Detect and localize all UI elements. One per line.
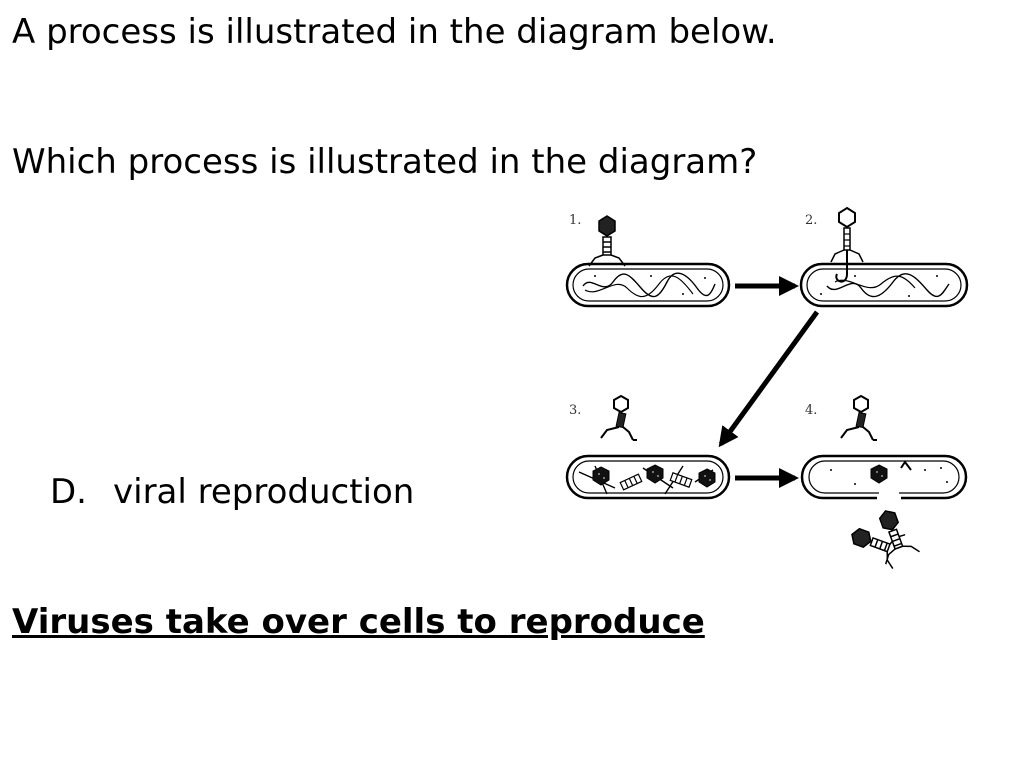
step-number: 4. bbox=[805, 403, 817, 418]
viral-reproduction-diagram: 1. 2. 3. 4. bbox=[565, 206, 969, 570]
step-4-release bbox=[800, 395, 968, 570]
explanation-text: Viruses take over cells to reproduce bbox=[12, 602, 705, 642]
step-2-injection bbox=[799, 206, 969, 308]
step-number: 3. bbox=[569, 403, 581, 418]
step-3-replication bbox=[565, 395, 731, 500]
answer-letter: D. bbox=[50, 472, 87, 512]
question-intro: A process is illustrated in the diagram … bbox=[12, 12, 777, 52]
question-text: Which process is illustrated in the diag… bbox=[12, 142, 758, 182]
step-number: 2. bbox=[805, 213, 817, 228]
answer-choice: D. viral reproduction bbox=[50, 472, 414, 512]
step-1-attachment bbox=[565, 215, 731, 308]
answer-text: viral reproduction bbox=[113, 472, 415, 512]
step-number: 1. bbox=[569, 213, 581, 228]
arrow-diagonal-icon bbox=[718, 310, 820, 448]
